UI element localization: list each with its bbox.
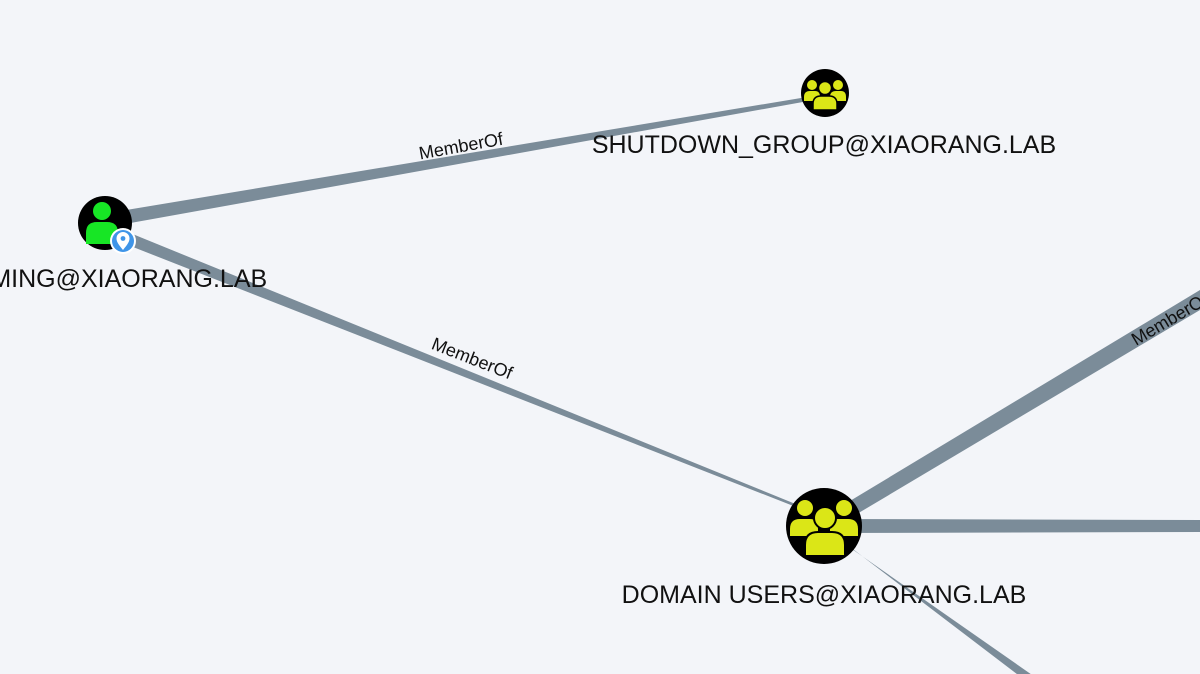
edges-layer [102,94,1200,674]
node-label-domain-users: DOMAIN USERS@XIAORANG.LAB [622,581,1027,609]
group-icon [790,500,858,557]
user-icon [86,202,118,244]
node-label-user: DOMING@XIAORANG.LAB [0,265,267,293]
edge-domain-users-offscreen-right[interactable] [824,519,1200,533]
edge-user-shutdown[interactable] [102,94,825,228]
node-user[interactable]: DOMING@XIAORANG.LAB [0,196,267,293]
group-icon [804,80,846,111]
node-domain-users[interactable]: DOMAIN USERS@XIAORANG.LAB [622,488,1027,609]
node-label-shutdown-group: SHUTDOWN_GROUP@XIAORANG.LAB [592,131,1056,159]
node-shutdown-group[interactable]: SHUTDOWN_GROUP@XIAORANG.LAB [592,69,1056,159]
edge-labels-layer: MemberOf MemberOf MemberOf [417,129,1200,384]
edge-user-domain-users[interactable] [103,222,825,518]
edge-domain-users-offscreen-upper[interactable] [820,290,1200,530]
edge-label-domain-users-offscreen-upper: MemberOf [1128,289,1200,350]
location-pin-icon [110,228,136,254]
